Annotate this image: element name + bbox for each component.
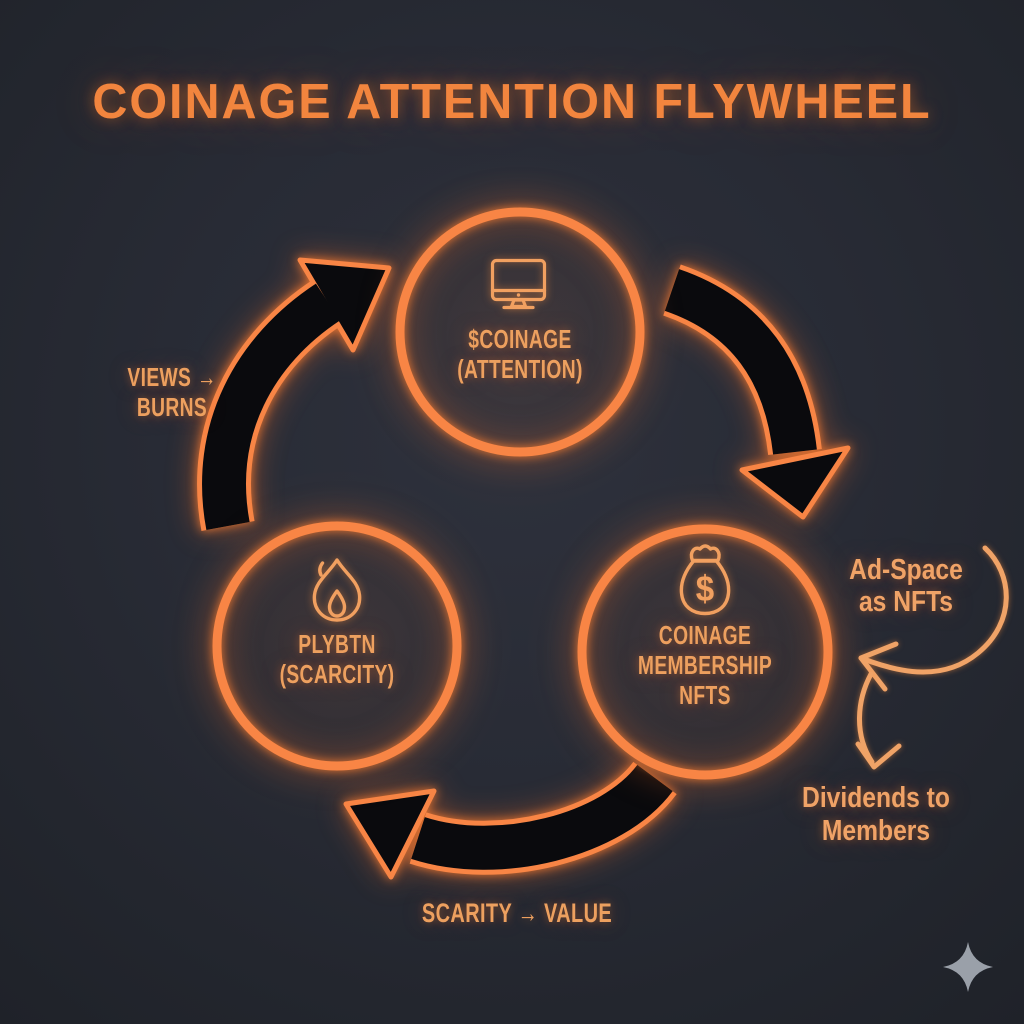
node-label-scarcity: PLYBTN (SCARCITY) bbox=[177, 629, 497, 689]
edge-label-scarcity-value: SCARITY → VALUE bbox=[387, 898, 647, 928]
annotation-line: Dividends to bbox=[802, 782, 950, 814]
node-circle-membership bbox=[577, 524, 833, 780]
arrow-membership-to-scarcity bbox=[343, 760, 677, 880]
edge-label-views-burns: VIEWS → BURNS bbox=[82, 362, 262, 422]
flame-icon bbox=[312, 558, 362, 622]
node-label-line: (ATTENTION) bbox=[457, 354, 583, 384]
node-label-line: NFTS bbox=[679, 680, 731, 710]
node-circle-scarcity bbox=[212, 521, 462, 771]
edge-label-line: SCARITY → VALUE bbox=[421, 898, 613, 928]
node-label-line: PLYBTN bbox=[298, 629, 376, 659]
annotation-ad-space: Ad-Space as NFTs bbox=[826, 554, 986, 618]
node-label-membership: COINAGE MEMBERSHIP NFTS bbox=[545, 620, 865, 710]
node-label-line: (SCARCITY) bbox=[279, 659, 395, 689]
annotation-line: as NFTs bbox=[858, 586, 954, 618]
node-label-attention: $COINAGE (ATTENTION) bbox=[360, 324, 680, 384]
money-bag-icon: $ bbox=[679, 544, 731, 616]
monitor-icon bbox=[490, 258, 547, 310]
annotation-dividends: Dividends to Members bbox=[776, 782, 976, 848]
dollar-sign-glyph: $ bbox=[696, 570, 714, 610]
page-title: COINAGE ATTENTION FLYWHEEL bbox=[92, 75, 932, 129]
node-label-line: COINAGE bbox=[658, 620, 752, 650]
annotation-arrow-dividends bbox=[855, 671, 902, 770]
sparkle-icon bbox=[943, 942, 993, 992]
annotation-line: Members bbox=[821, 815, 931, 847]
edge-label-line: VIEWS → bbox=[127, 362, 217, 392]
arrow-scarcity-to-attention bbox=[197, 257, 392, 531]
edge-label-line: BURNS bbox=[136, 392, 208, 422]
node-circle-attention bbox=[395, 207, 645, 457]
node-label-line: $COINAGE bbox=[468, 324, 572, 354]
annotation-arrow-adspace bbox=[858, 545, 1009, 692]
node-label-line: MEMBERSHIP bbox=[637, 650, 773, 680]
annotation-line: Ad-Space bbox=[849, 554, 963, 586]
arrow-attention-to-membership bbox=[662, 264, 851, 520]
